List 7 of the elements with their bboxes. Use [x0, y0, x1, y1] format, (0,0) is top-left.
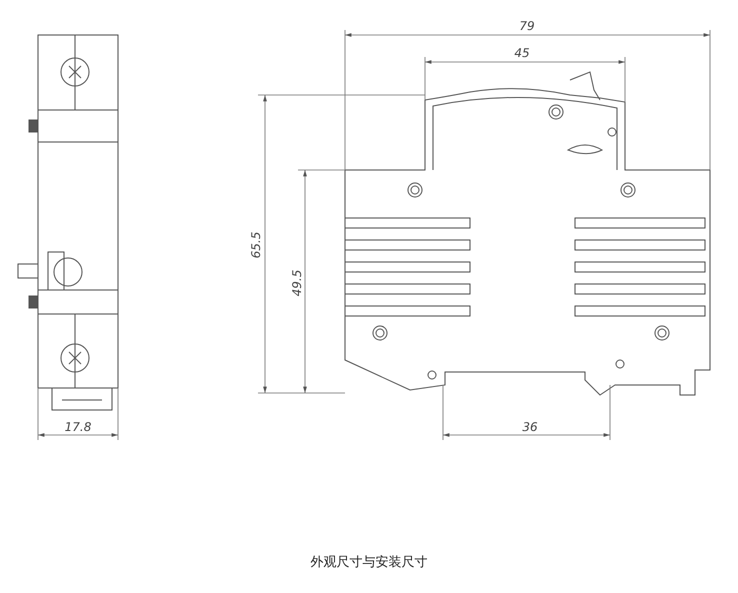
dimension-label: 45 — [514, 47, 530, 59]
dimension-label: 17.8 — [64, 421, 92, 433]
dimension-label: 79 — [519, 20, 535, 32]
dimension-label: 65.5 — [250, 232, 262, 258]
dimension-label: 49.5 — [291, 270, 303, 296]
caption: 外观尺寸与安装尺寸 — [310, 556, 428, 569]
dimension-label: 36 — [522, 421, 538, 433]
